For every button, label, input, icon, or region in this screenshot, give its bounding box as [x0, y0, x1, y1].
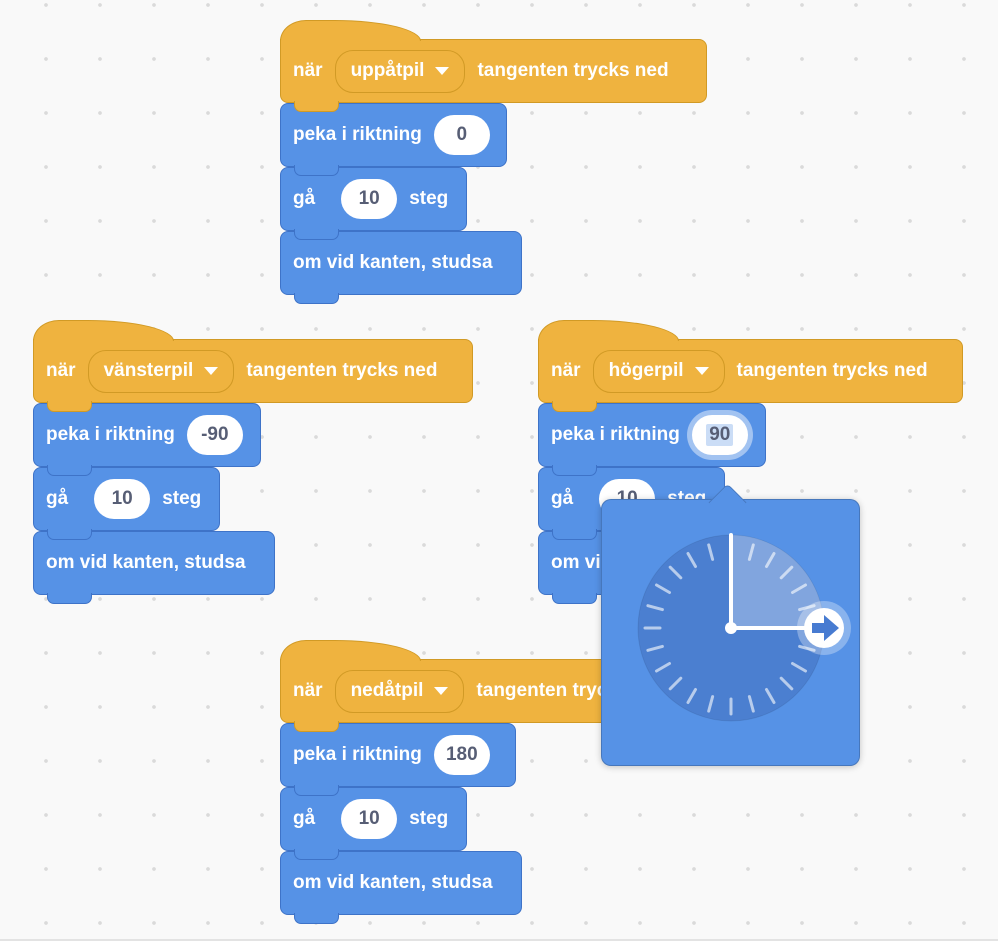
- if-on-edge-bounce-block[interactable]: om vid kanten, studsa: [33, 531, 275, 604]
- point-label: peka i riktning: [551, 424, 680, 445]
- point-in-direction-block[interactable]: peka i riktning 0: [280, 103, 507, 176]
- bounce-label: om vid kanten, studsa: [293, 872, 493, 893]
- key-dropdown[interactable]: nedåtpil: [334, 669, 465, 713]
- key-pressed-label: tangenten trycks ned: [736, 360, 928, 381]
- steps-label: steg: [409, 808, 449, 829]
- key-dropdown[interactable]: vänsterpil: [87, 349, 235, 393]
- when-label: när: [293, 60, 323, 81]
- move-label: gå: [46, 488, 69, 509]
- point-in-direction-block[interactable]: peka i riktning 180: [280, 723, 516, 796]
- when-label: när: [293, 680, 323, 701]
- direction-picker-popup: [601, 483, 860, 766]
- steps-label: steg: [162, 488, 202, 509]
- direction-value: 180: [445, 744, 478, 765]
- key-dropdown-value: vänsterpil: [103, 360, 194, 381]
- move-steps-block[interactable]: gå 10 steg: [280, 787, 467, 860]
- when-key-pressed-hat-block[interactable]: när högerpil tangenten trycks ned: [538, 320, 963, 412]
- when-key-pressed-hat-block[interactable]: när uppåtpil tangenten trycks ned: [280, 20, 707, 112]
- direction-input[interactable]: -90: [186, 415, 243, 455]
- point-label: peka i riktning: [293, 124, 422, 145]
- if-on-edge-bounce-block[interactable]: om vid kanten, studsa: [280, 231, 522, 304]
- key-dropdown[interactable]: uppåtpil: [334, 49, 466, 93]
- direction-drag-handle[interactable]: [797, 601, 851, 655]
- when-label: när: [46, 360, 76, 381]
- dropdown-caret-icon: [434, 687, 449, 695]
- direction-input[interactable]: 0: [433, 115, 490, 155]
- steps-value: 10: [111, 488, 133, 509]
- point-label: peka i riktning: [293, 744, 422, 765]
- direction-value: -90: [201, 424, 229, 445]
- key-pressed-label: tangenten trycks ned: [246, 360, 438, 381]
- key-dropdown-value: uppåtpil: [350, 60, 425, 81]
- direction-value-selected: 90: [706, 424, 734, 446]
- steps-value: 10: [358, 188, 380, 209]
- key-dropdown-value: högerpil: [608, 360, 684, 381]
- direction-input[interactable]: 180: [433, 735, 490, 775]
- key-dropdown[interactable]: högerpil: [592, 349, 725, 393]
- dropdown-caret-icon: [204, 367, 219, 375]
- steps-input[interactable]: 10: [94, 479, 151, 519]
- point-in-direction-block[interactable]: peka i riktning 90: [538, 403, 766, 476]
- move-label: gå: [293, 188, 316, 209]
- move-label: gå: [293, 808, 316, 829]
- steps-input[interactable]: 10: [341, 799, 398, 839]
- key-pressed-label: tangenten trycks ned: [477, 60, 669, 81]
- dropdown-caret-icon: [694, 367, 709, 375]
- if-on-edge-bounce-block[interactable]: om vid kanten, studsa: [280, 851, 522, 924]
- key-dropdown-value: nedåtpil: [350, 680, 424, 701]
- steps-input[interactable]: 10: [341, 179, 398, 219]
- move-label: gå: [551, 488, 574, 509]
- direction-wedge: [731, 535, 824, 628]
- move-steps-block[interactable]: gå 10 steg: [33, 467, 220, 540]
- steps-value: 10: [358, 808, 380, 829]
- bounce-label: om vid kanten, studsa: [293, 252, 493, 273]
- dial-center-dot: [725, 622, 737, 634]
- move-steps-block[interactable]: gå 10 steg: [280, 167, 467, 240]
- point-label: peka i riktning: [46, 424, 175, 445]
- when-label: när: [551, 360, 581, 381]
- direction-input-focused[interactable]: 90: [691, 415, 748, 455]
- when-key-pressed-hat-block[interactable]: när vänsterpil tangenten trycks ned: [33, 320, 473, 412]
- arrow-right-icon: [812, 615, 839, 641]
- dropdown-caret-icon: [435, 67, 450, 75]
- point-in-direction-block[interactable]: peka i riktning -90: [33, 403, 261, 476]
- steps-label: steg: [409, 188, 449, 209]
- direction-value: 0: [456, 124, 468, 145]
- bounce-label: om vid kanten, studsa: [46, 552, 246, 573]
